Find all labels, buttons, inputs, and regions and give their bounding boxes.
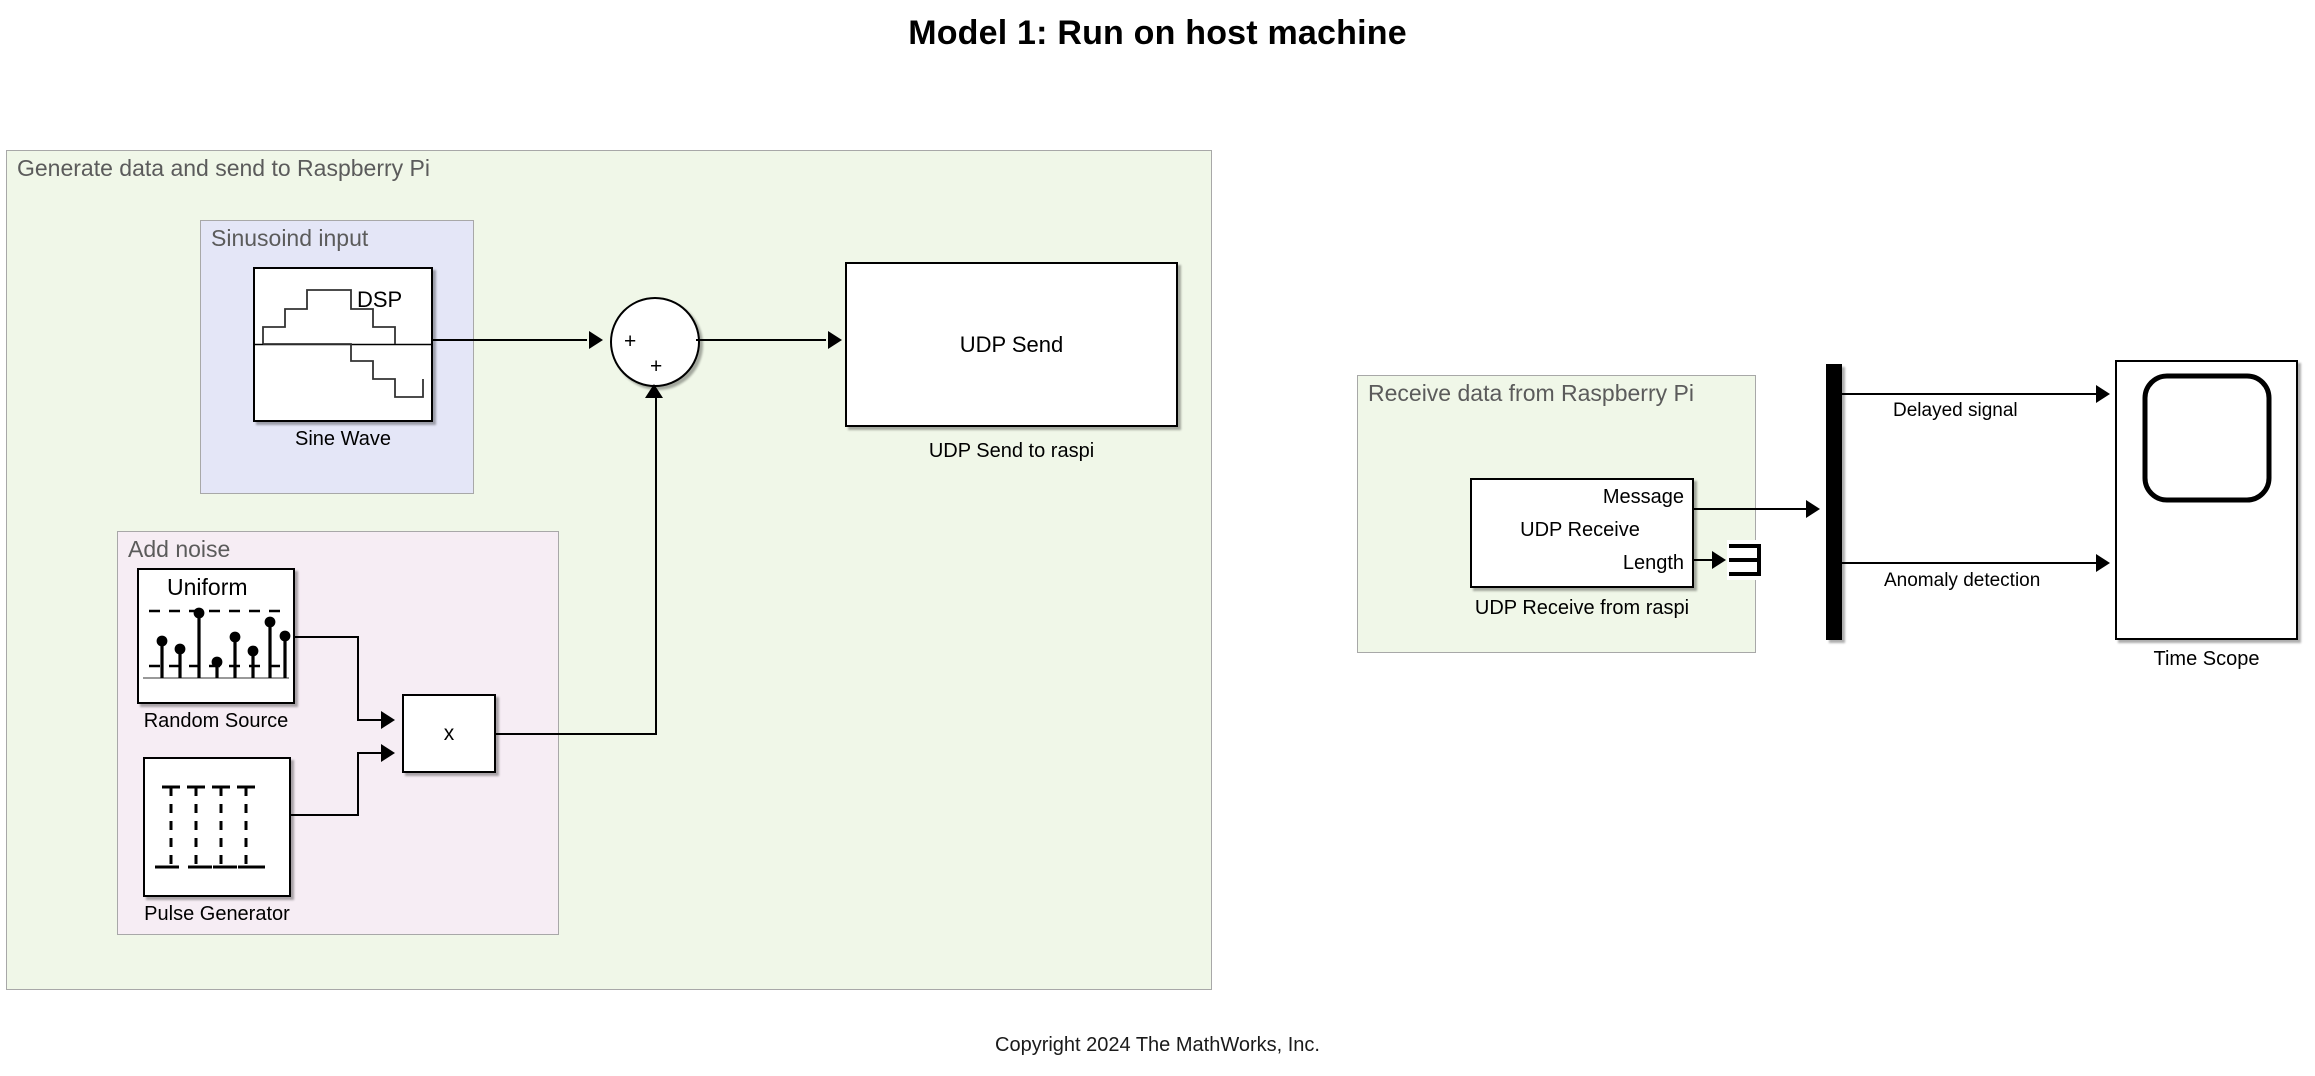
terminator-icon [1729,544,1761,576]
stepped-sine-icon [255,289,431,398]
wire-message-to-demux [1694,508,1808,510]
stem-plot-icon [143,607,291,679]
block-pulse-generator[interactable] [143,757,291,897]
wire-product-riser [655,398,657,735]
block-sum[interactable]: + + [610,297,700,387]
block-caption-random-source: Random Source [143,710,289,732]
wire-pulse-to-product [357,752,383,754]
copyright-text: Copyright 2024 The MathWorks, Inc. [995,1034,1320,1056]
wire-length-to-terminator [1694,559,1716,561]
subsystem-label-sinusoid-input: Sinusoind input [211,225,369,251]
sum-sign-bottom: + [650,355,663,378]
subsystem-label-generate-data: Generate data and send to Raspberry Pi [17,155,430,181]
block-sine-wave[interactable]: DSP [253,267,433,422]
wire-sum-to-udp-send [696,339,826,341]
signal-label-delayed: Delayed signal [1893,400,2018,421]
wire-random-drop [357,636,359,721]
wire-anomaly-detection [1842,562,2096,564]
wire-pulse-rise [357,752,359,816]
pulse-train-icon [155,785,265,869]
arrowhead-demux-input [1806,500,1820,518]
udp-receive-icon-text: UDP Receive [1520,519,1640,541]
wire-delayed-signal [1842,393,2096,395]
wire-random-to-product [357,719,383,721]
arrowhead-product-input-1 [381,711,395,729]
block-udp-receive[interactable]: Message UDP Receive Length [1470,478,1694,588]
block-product[interactable]: x [402,694,496,773]
arrowhead-sum-input-left [589,331,603,349]
block-terminator[interactable] [1727,540,1767,580]
wire-random-out [295,636,359,638]
wire-product-out [496,733,657,735]
product-icon-text: x [443,722,455,745]
block-udp-send[interactable]: UDP Send [845,262,1178,427]
signal-label-anomaly: Anomaly detection [1884,570,2041,591]
block-random-source[interactable]: Uniform [137,568,295,704]
arrowhead-sum-input-bottom [645,384,663,398]
block-caption-sine-wave: Sine Wave [295,428,391,450]
udp-send-icon-text: UDP Send [959,332,1064,357]
block-caption-udp-send: UDP Send to raspi [928,440,1095,462]
arrowhead-product-input-2 [381,744,395,762]
arrowhead-terminator-input [1712,551,1726,569]
wire-sine-to-sum [433,339,587,341]
block-caption-udp-receive: UDP Receive from raspi [1474,597,1690,619]
block-time-scope[interactable] [2115,360,2298,640]
block-caption-pulse-generator: Pulse Generator [144,903,290,925]
arrowhead-scope-input-1 [2096,385,2110,403]
udp-receive-port-length: Length [1622,552,1684,574]
udp-receive-port-message: Message [1602,486,1684,508]
wire-pulse-out [291,814,359,816]
subsystem-label-add-noise: Add noise [128,536,231,562]
sum-sign-left: + [624,330,637,353]
random-source-icon-text: Uniform [167,574,248,600]
scope-screen-icon [2142,373,2272,503]
page-title: Model 1: Run on host machine [908,14,1407,52]
subsystem-label-receive-data: Receive data from Raspberry Pi [1368,380,1694,406]
arrowhead-udp-send-input [828,331,842,349]
block-caption-time-scope: Time Scope [2153,648,2260,670]
arrowhead-scope-input-2 [2096,554,2110,572]
block-demux[interactable] [1826,364,1842,640]
sine-wave-icon-text: DSP [357,287,403,312]
